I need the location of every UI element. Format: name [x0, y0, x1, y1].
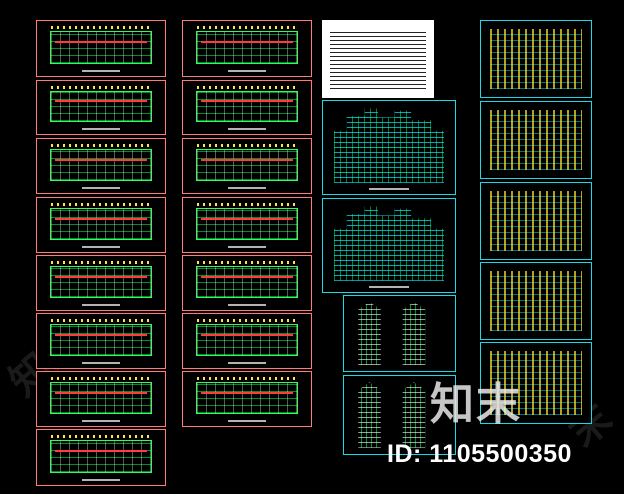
detail-sheet[interactable] — [480, 20, 592, 98]
floor-plan-sheet[interactable] — [36, 138, 166, 194]
floor-plan-sheet[interactable] — [36, 20, 166, 77]
floor-plan-sheet[interactable] — [182, 80, 312, 135]
elevation-sheet[interactable] — [322, 198, 456, 293]
section-sheet[interactable] — [343, 295, 456, 372]
floor-plan-sheet[interactable] — [36, 429, 166, 486]
design-notes-sheet[interactable] — [322, 20, 434, 98]
floor-plan-sheet[interactable] — [182, 138, 312, 194]
floor-plan-sheet[interactable] — [182, 197, 312, 253]
floor-plan-sheet[interactable] — [36, 371, 166, 427]
detail-sheet[interactable] — [480, 342, 592, 424]
floor-plan-sheet[interactable] — [36, 80, 166, 135]
floor-plan-sheet[interactable] — [36, 197, 166, 253]
floor-plan-sheet[interactable] — [36, 255, 166, 311]
elevation-sheet[interactable] — [322, 100, 456, 195]
detail-sheet[interactable] — [480, 182, 592, 260]
brand-watermark: 知末 — [430, 380, 522, 429]
watermark-id-text: ID: 1105500350 — [387, 440, 572, 468]
section-sheet[interactable] — [343, 375, 456, 455]
floor-plan-sheet[interactable] — [182, 371, 312, 427]
floor-plan-sheet[interactable] — [182, 255, 312, 311]
floor-plan-sheet[interactable] — [182, 20, 312, 77]
floor-plan-sheet[interactable] — [36, 313, 166, 369]
floor-plan-sheet[interactable] — [182, 313, 312, 369]
detail-sheet[interactable] — [480, 101, 592, 179]
detail-sheet[interactable] — [480, 262, 592, 340]
